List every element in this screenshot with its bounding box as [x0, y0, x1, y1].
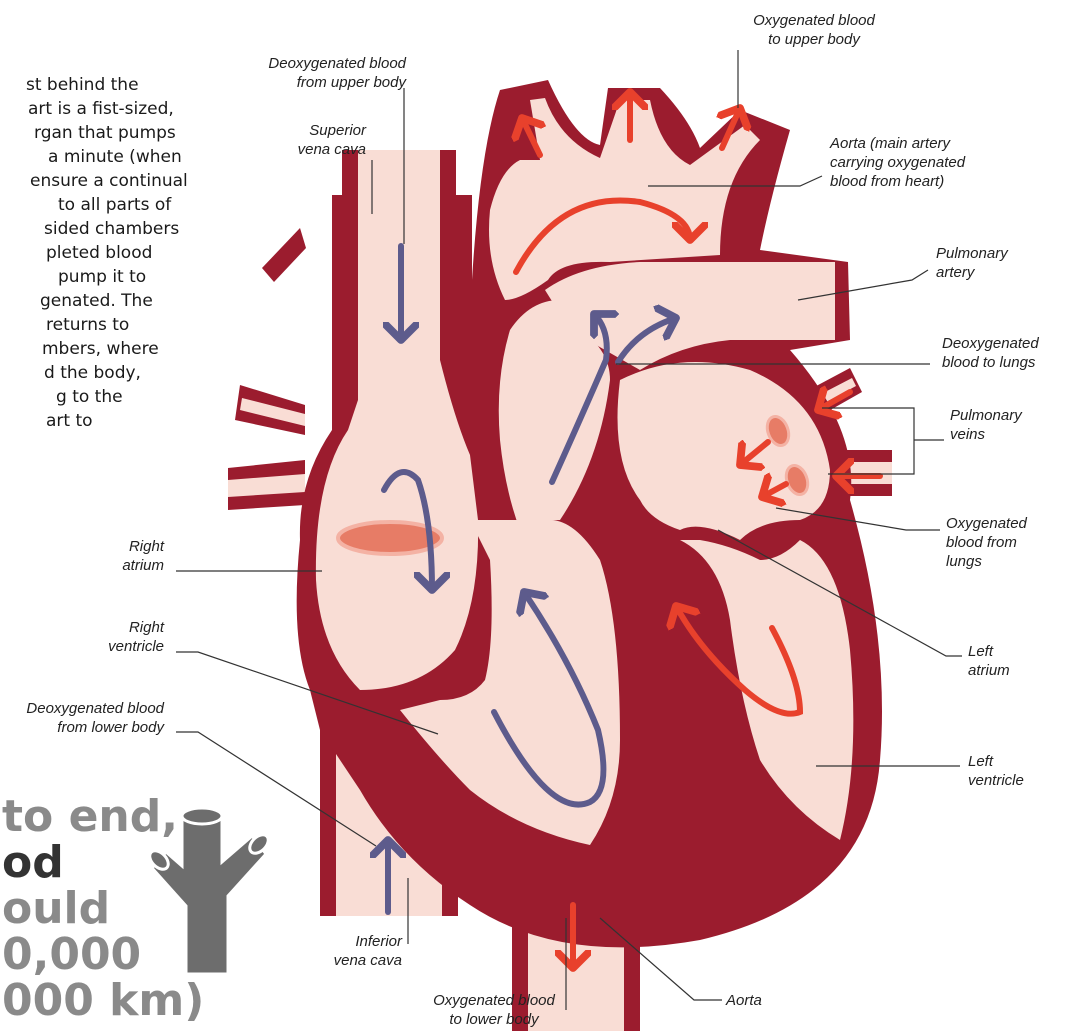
label-aorta-lower: Aorta: [726, 991, 762, 1010]
svc-top: [358, 150, 440, 210]
svc-branches: [228, 228, 306, 510]
